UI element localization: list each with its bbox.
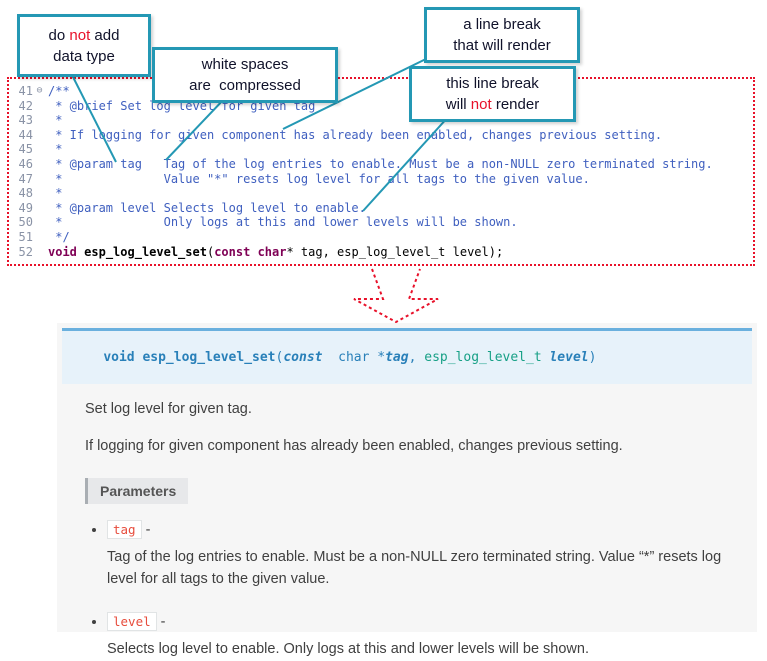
line-number: 46 <box>18 156 33 171</box>
code-line: 50 * Only logs at this and lower levels … <box>9 215 753 230</box>
callout-line: are compressed <box>189 77 301 94</box>
fold-gutter <box>33 230 46 245</box>
param-list: tag - Tag of the log entries to enable. M… <box>85 519 737 661</box>
fold-gutter <box>33 201 46 216</box>
fold-gutter <box>33 142 46 157</box>
fold-gutter <box>33 215 46 230</box>
code-line: 42 * @brief Set log level for given tag <box>9 99 753 114</box>
line-number: 47 <box>18 171 33 186</box>
code-text: * If logging for given component has alr… <box>48 127 663 142</box>
flow-arrow-down-icon <box>353 268 439 324</box>
param-item: level - Selects log level to enable. Only… <box>107 612 737 660</box>
fold-gutter <box>33 157 46 172</box>
code-text: void esp_log_level_set(const char* tag, … <box>48 244 504 259</box>
code-lines: 41⊖ /**42 * @brief Set log level for give… <box>9 84 753 259</box>
code-line: 49 * @param level Selects log level to e… <box>9 201 753 216</box>
param-name-chip: level <box>107 612 157 632</box>
callout-white-spaces-compressed: white spaces are compressed <box>152 47 338 103</box>
code-line: 43 * <box>9 113 753 128</box>
code-text: * Value "*" resets log level for all tag… <box>48 171 590 186</box>
line-number: 42 <box>18 98 33 113</box>
code-editor: 41⊖ /**42 * @brief Set log level for give… <box>7 77 755 266</box>
code-text: * <box>48 142 63 157</box>
fold-gutter <box>33 172 46 187</box>
code-line: 44 * If logging for given component has … <box>9 128 753 143</box>
parameters-label: Parameters <box>85 477 189 504</box>
callout-line: do not add <box>48 26 120 44</box>
line-number: 52 <box>18 244 33 259</box>
code-line: 48 * <box>9 186 753 201</box>
fold-gutter <box>33 186 46 201</box>
param-item: tag - Tag of the log entries to enable. M… <box>107 519 737 591</box>
line-number: 41 <box>18 84 33 98</box>
callout-do-not-add-data-type: do not add data type <box>17 14 151 77</box>
docs-content: Set log level for given tag. If logging … <box>57 399 757 661</box>
code-line: 41⊖ /** <box>9 84 753 99</box>
code-text: * @param level Selects log level to enab… <box>48 200 366 215</box>
callout-line-break-not-render: this line break will not render <box>409 66 576 122</box>
param-name-chip: tag <box>107 519 142 539</box>
fold-gutter <box>33 99 46 114</box>
code-text: */ <box>48 229 70 244</box>
rendered-docs-panel: void esp_log_level_set(const char *tag, … <box>57 323 757 657</box>
line-number: 51 <box>18 229 33 244</box>
fold-collapse-icon[interactable]: ⊖ <box>36 85 43 96</box>
code-text: * <box>48 113 63 128</box>
docs-description: If logging for given component has alrea… <box>85 437 623 454</box>
callout-line: that will render <box>453 37 551 54</box>
line-number: 43 <box>18 113 33 128</box>
fold-gutter <box>33 245 46 260</box>
callout-line: this line break <box>446 75 539 92</box>
callout-line: data type <box>53 47 115 65</box>
callout-line: a line break <box>463 16 541 33</box>
line-number: 44 <box>18 127 33 142</box>
fold-gutter <box>33 128 46 143</box>
code-text: * Only logs at this and lower levels wil… <box>48 215 518 230</box>
code-line: 46 * @param tag Tag of the log entries t… <box>9 157 753 172</box>
callout-line: white spaces <box>201 56 289 73</box>
callout-line-break-renders: a line break that will render <box>424 7 580 63</box>
function-signature: void esp_log_level_set(const char *tag, … <box>62 328 752 384</box>
param-description: Selects log level to enable. Only logs a… <box>107 641 589 658</box>
line-number: 49 <box>18 200 33 215</box>
code-text: * @param tag Tag of the log entries to e… <box>48 156 713 171</box>
line-number: 48 <box>18 186 33 201</box>
function-signature-text: void esp_log_level_set(const char *tag, … <box>103 350 597 365</box>
code-line: 45 * <box>9 142 753 157</box>
callout-line: will not render <box>445 96 540 113</box>
code-line: 47 * Value "*" resets log level for all … <box>9 172 753 187</box>
param-head: level - <box>107 612 737 632</box>
code-text: * <box>48 186 63 201</box>
code-line: 52 void esp_log_level_set(const char* tag… <box>9 245 753 260</box>
docs-brief: Set log level for given tag. <box>85 401 252 417</box>
param-head: tag - <box>107 519 737 539</box>
code-line: 51 */ <box>9 230 753 245</box>
param-description: Tag of the log entries to enable. Must b… <box>107 548 722 587</box>
code-text: /** <box>48 84 70 98</box>
fold-gutter <box>33 113 46 128</box>
line-number: 50 <box>18 215 33 230</box>
line-number: 45 <box>18 142 33 157</box>
